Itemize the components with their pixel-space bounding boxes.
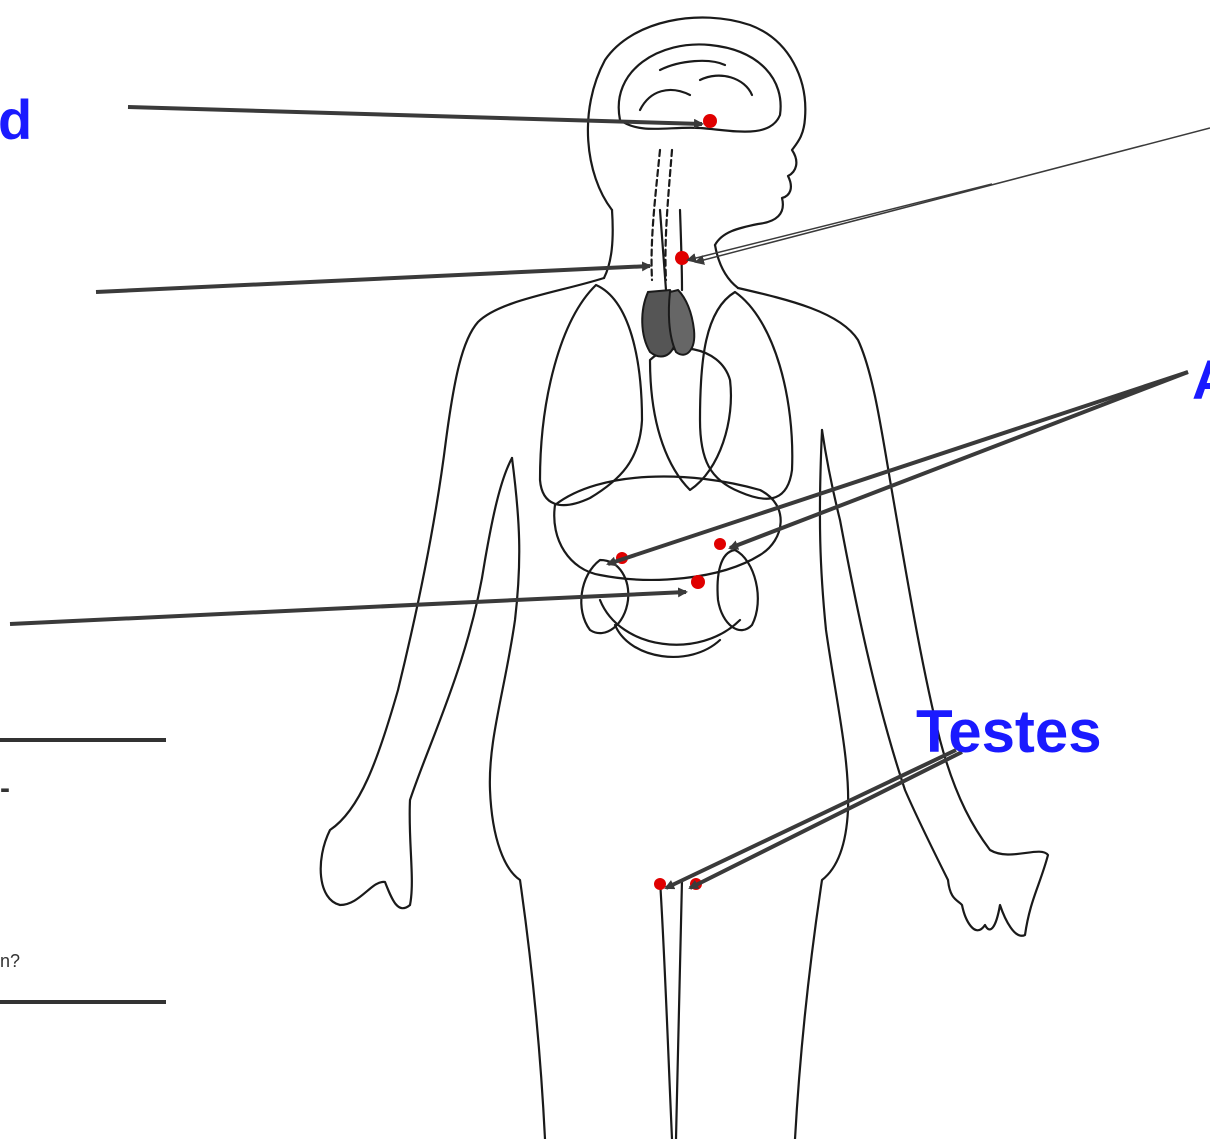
arrow-testis-left xyxy=(666,750,956,888)
arrow-thyroid-thin-2 xyxy=(688,184,992,260)
pancreas-marker xyxy=(691,575,705,589)
thymus-shape-right xyxy=(669,290,694,355)
thin-pointer-arrows xyxy=(688,128,1210,262)
adrenal-right-marker xyxy=(714,538,726,550)
arrow-thyroid-thin xyxy=(696,128,1210,262)
thyroid-gland-marker xyxy=(675,251,689,265)
label-pineal-fragment: d xyxy=(0,92,32,148)
body-outline xyxy=(321,18,1048,1139)
arrow-testis-right xyxy=(690,752,962,888)
pineal-gland-marker xyxy=(703,114,717,128)
answer-blank-line-2 xyxy=(0,1000,166,1004)
answer-blank-line xyxy=(0,738,166,742)
arrow-pineal xyxy=(128,107,702,124)
pointer-arrows xyxy=(10,107,1188,888)
side-question-fragment: n? xyxy=(0,952,20,970)
label-testes: Testes xyxy=(916,702,1102,762)
arrow-adrenal-right xyxy=(730,372,1188,548)
label-adrenal-fragment: A xyxy=(1192,352,1210,408)
testis-left-marker xyxy=(654,878,666,890)
arrow-adrenal-left xyxy=(608,372,1188,564)
side-dash: - xyxy=(0,774,10,804)
